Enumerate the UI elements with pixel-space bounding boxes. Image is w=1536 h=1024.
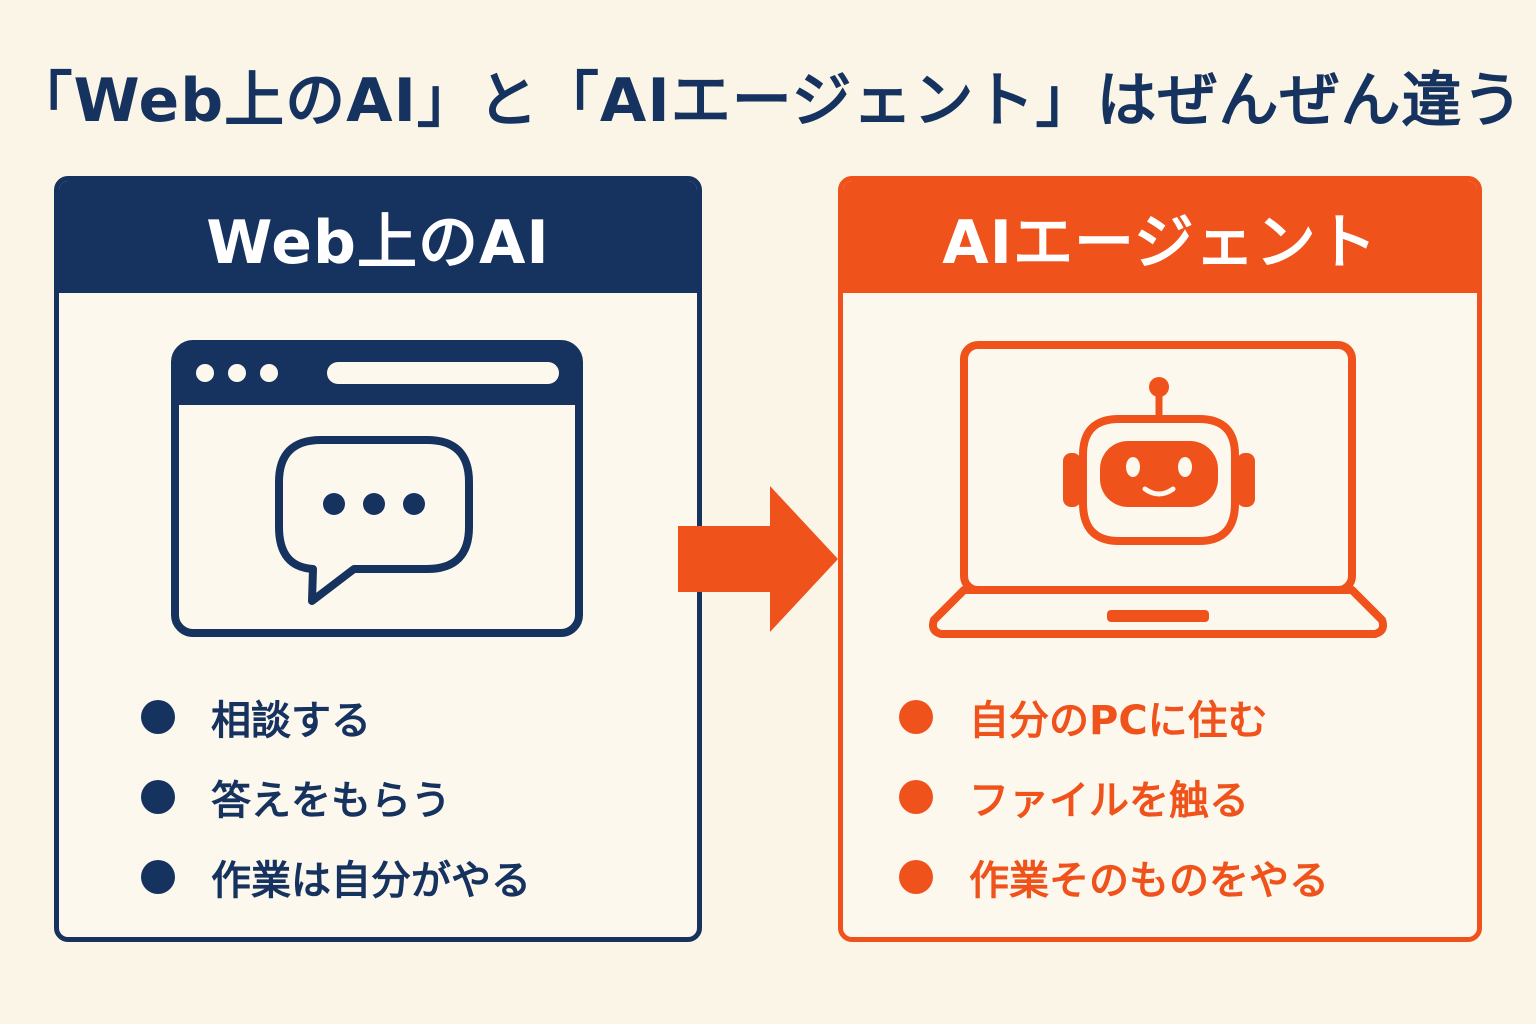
ai-agent-panel-header: AIエージェント [843, 181, 1477, 293]
ai-agent-feature-list: 自分のPCに住む ファイルを触る 作業そのものをやる [899, 677, 1329, 917]
page-title: 「Web上のAI」と「AIエージェント」はぜんぜん違う [12, 66, 1524, 136]
list-item-label: 作業そのものをやる [969, 858, 1329, 904]
bullet-icon [141, 860, 175, 894]
bullet-icon [141, 780, 175, 814]
bullet-icon [899, 780, 933, 814]
right-arrow-icon [678, 486, 838, 632]
list-item-label: 答えをもらう [211, 778, 451, 824]
bullet-icon [899, 860, 933, 894]
list-item: 相談する [141, 677, 531, 757]
list-item-label: ファイルを触る [969, 778, 1249, 824]
list-item-label: 作業は自分がやる [211, 858, 531, 904]
list-item-label: 相談する [211, 698, 371, 744]
list-item: 作業そのものをやる [899, 837, 1329, 917]
ai-agent-panel: AIエージェント 自分のPCに住む ファイルを触る 作業そのものをやる [838, 176, 1482, 942]
laptop-robot-icon [928, 341, 1388, 638]
list-item-label: 自分のPCに住む [969, 698, 1268, 744]
browser-window-chat-bubble-icon [171, 340, 583, 637]
bullet-icon [899, 700, 933, 734]
web-ai-panel: Web上のAI 相談する 答えをもらう 作業は自分がやる [54, 176, 702, 942]
list-item: 自分のPCに住む [899, 677, 1329, 757]
list-item: 答えをもらう [141, 757, 531, 837]
web-ai-feature-list: 相談する 答えをもらう 作業は自分がやる [141, 677, 531, 917]
list-item: ファイルを触る [899, 757, 1329, 837]
web-ai-panel-header: Web上のAI [59, 181, 697, 293]
bullet-icon [141, 700, 175, 734]
list-item: 作業は自分がやる [141, 837, 531, 917]
